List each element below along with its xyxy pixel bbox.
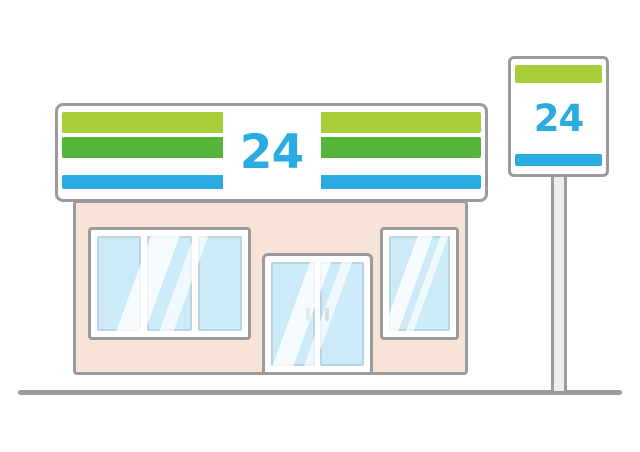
sign-pole (551, 170, 567, 394)
store-fascia-sign: 24 (55, 103, 488, 202)
door-handle (325, 308, 329, 321)
window-pane (97, 236, 142, 331)
pole-sign-stripe-light-green (515, 65, 602, 83)
window-pane (389, 236, 450, 331)
window-pane (197, 236, 242, 331)
entrance-door (262, 253, 373, 375)
pole-sign-stripe-blue (515, 154, 602, 166)
fascia-24-text: 24 (239, 125, 304, 180)
right-window (380, 227, 459, 340)
door-panel-left (271, 262, 315, 366)
left-window (88, 227, 251, 340)
pole-sign-24-text: 24 (533, 97, 584, 140)
fascia-24-badge: 24 (222, 109, 321, 196)
pole-sign-board: 24 (508, 56, 609, 177)
ground-line (18, 390, 622, 395)
door-panel-right (320, 262, 364, 366)
door-handle (306, 308, 310, 321)
window-pane (147, 236, 192, 331)
pole-sign-24-badge: 24 (511, 85, 606, 152)
